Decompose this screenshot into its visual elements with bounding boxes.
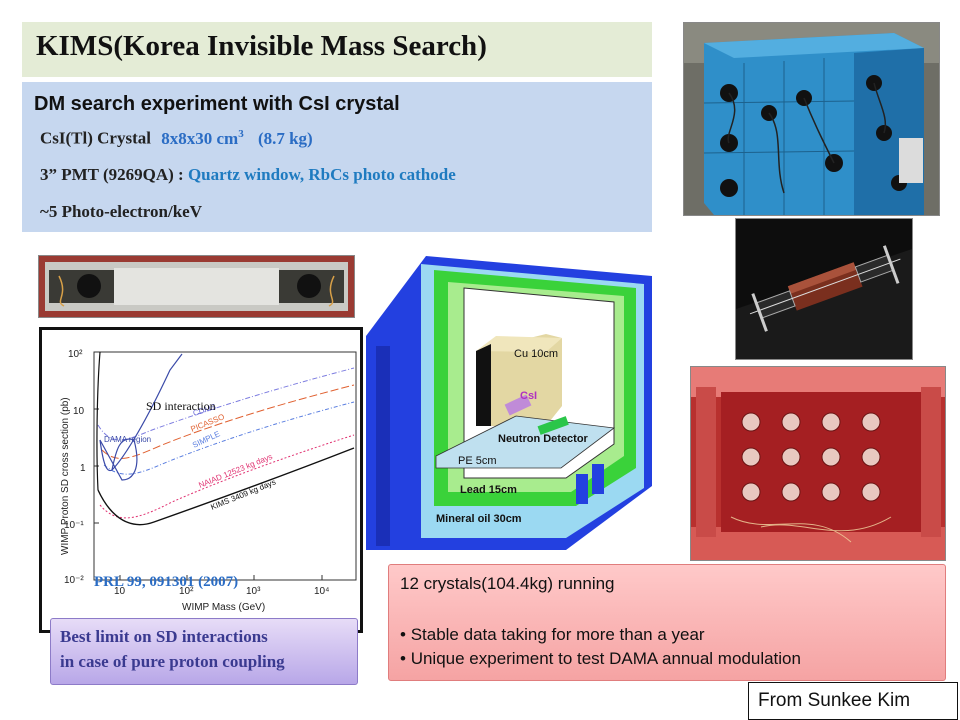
naiad-curve xyxy=(99,434,355,519)
detector-interior-photo xyxy=(690,366,946,561)
bullet-marker: • xyxy=(400,625,406,644)
crystal-dims-sup: 3 xyxy=(238,128,244,140)
mineral-oil-label: Mineral oil 30cm xyxy=(436,513,522,525)
y-tick-4: 10⁻² xyxy=(64,575,84,586)
cu-label: Cu 10cm xyxy=(514,348,558,360)
y-tick-1: 10 xyxy=(73,406,85,417)
x-tick-1: 10² xyxy=(179,586,194,597)
sd-limit-plot-svg: WIMP Proton SD cross section (pb) 10² 10… xyxy=(42,330,360,630)
csi-label: CsI xyxy=(520,390,537,402)
status-bullet-1: • Stable data taking for more than a yea… xyxy=(400,625,705,645)
y-axis-label: WIMP Proton SD cross section (pb) xyxy=(60,397,71,555)
bullet-text-1: Stable data taking for more than a year xyxy=(410,625,705,644)
bullet-text-2: Unique experiment to test DAMA annual mo… xyxy=(410,649,801,668)
sd-interaction-label: SD interaction xyxy=(146,399,216,413)
status-box xyxy=(388,564,946,681)
caption-line-1: Best limit on SD interactions xyxy=(60,627,268,646)
lead-label: Lead 15cm xyxy=(460,484,517,496)
pe-label: PE 5cm xyxy=(458,455,497,467)
neutron-detector-label: Neutron Detector xyxy=(498,433,589,445)
crystal-assembly-photo xyxy=(735,218,913,360)
cdms-curve xyxy=(97,367,355,441)
dama-upper-curve xyxy=(111,353,183,471)
x-tick-2: 10³ xyxy=(246,586,261,597)
x-tick-0: 10 xyxy=(114,586,126,597)
credit-text: From Sunkee Kim xyxy=(758,690,911,711)
experiment-info-panel xyxy=(22,82,652,232)
shielding-diagram: Cu 10cm CsI Neutron Detector PE 5cm Lead… xyxy=(366,256,652,550)
info-heading: DM search experiment with CsI crystal xyxy=(34,93,400,115)
prl-reference: PRL 99, 091301 (2007) xyxy=(94,574,238,590)
crystals-running: 12 crystals(104.4kg) running xyxy=(400,574,615,593)
kims-curve-upper xyxy=(96,351,101,491)
crystal-pmt-photo xyxy=(38,255,355,318)
caption-line-2: in case of pure proton coupling xyxy=(60,652,285,671)
credit-box xyxy=(748,682,958,720)
sd-limit-caption xyxy=(50,618,358,685)
title-banner xyxy=(22,22,652,77)
pmt-window: Quartz window, RbCs photo cathode xyxy=(187,165,456,184)
x-tick-3: 10⁴ xyxy=(314,586,329,597)
pmt-spec-line: 3” PMT (9269QA) : Quartz window, RbCs ph… xyxy=(40,165,456,185)
x-axis-label: WIMP Mass (GeV) xyxy=(182,602,265,613)
simple-curve xyxy=(103,401,355,475)
crystal-mass: (8.7 kg) xyxy=(257,128,313,148)
bullet-marker: • xyxy=(400,649,406,668)
curve-label-dama: DAMA region xyxy=(104,435,151,444)
dama-region xyxy=(99,438,138,481)
page-title: KIMS(Korea Invisible Mass Search) xyxy=(36,30,487,62)
status-bullet-2: • Unique experiment to test DAMA annual … xyxy=(400,649,801,669)
y-tick-0: 10² xyxy=(68,349,83,360)
pmt-spec-prefix: 3” PMT (9269QA) : xyxy=(40,165,184,184)
y-tick-3: 10⁻¹ xyxy=(64,520,84,531)
crystal-spec-line: CsI(Tl) Crystal 8x8x30 cm3 (8.7 kg) xyxy=(40,128,313,149)
crystal-spec-prefix: CsI(Tl) Crystal xyxy=(40,128,151,148)
detector-box-photo xyxy=(683,22,940,216)
y-tick-2: 1 xyxy=(80,463,86,474)
crystal-dims: 8x8x30 cm xyxy=(161,128,239,148)
kims-curve xyxy=(97,447,355,526)
photoelectron-line: ~5 Photo-electron/keV xyxy=(40,202,202,221)
sd-limit-plot: WIMP Proton SD cross section (pb) 10² 10… xyxy=(39,327,363,633)
